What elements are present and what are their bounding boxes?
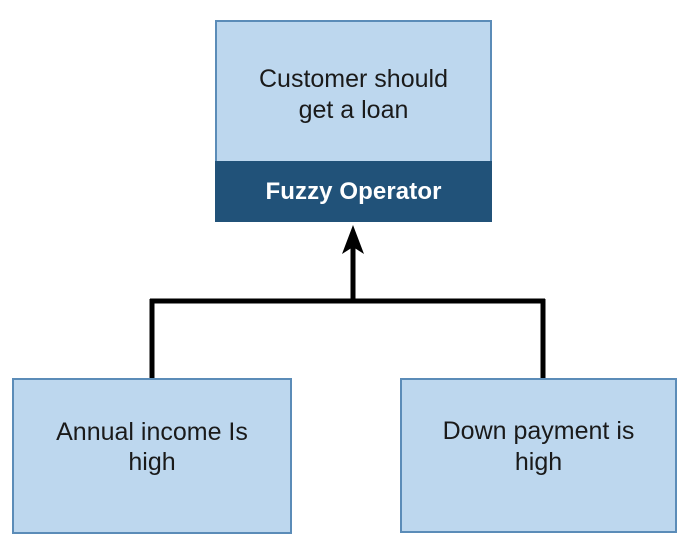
node-child-annual-income-title: Annual income Is high [56,417,248,477]
node-child-annual-income[interactable]: Annual income Is high [12,378,292,534]
node-child-down-payment-body: Down payment is high [402,380,675,531]
node-root-body: Customer should get a loan [217,22,490,161]
node-root[interactable]: Customer should get a loan Fuzzy Operato… [215,20,492,222]
node-child-down-payment[interactable]: Down payment is high [400,378,677,533]
node-root-banner-label: Fuzzy Operator [265,177,442,205]
node-root-title: Customer should get a loan [259,65,448,124]
node-child-down-payment-title: Down payment is high [442,417,635,476]
node-child-annual-income-body: Annual income Is high [14,380,290,532]
node-root-banner: Fuzzy Operator [215,161,492,222]
arrow-head [342,225,364,254]
